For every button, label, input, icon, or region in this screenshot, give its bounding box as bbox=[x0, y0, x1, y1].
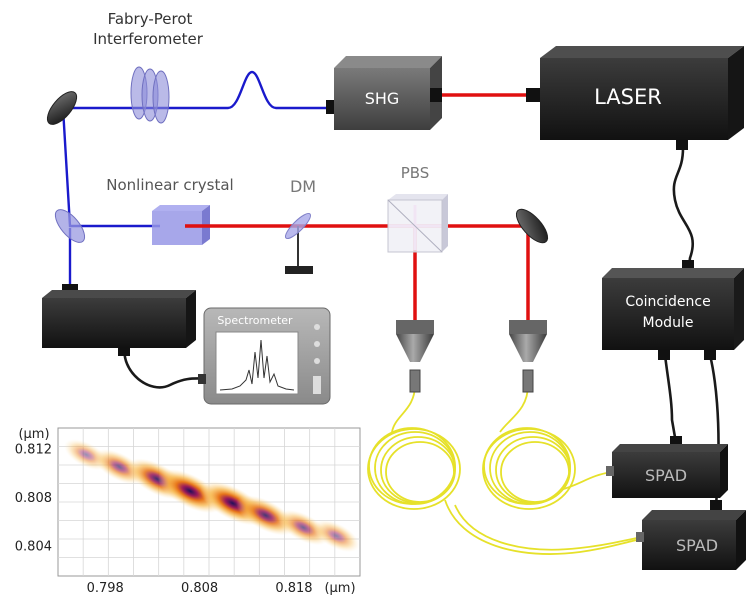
fiber-to-spad2-b bbox=[444, 499, 643, 555]
heatmap-peak bbox=[236, 495, 296, 536]
mirror-right bbox=[515, 208, 549, 244]
nonlinear-crystal bbox=[152, 205, 210, 245]
heatmap-peaks bbox=[63, 439, 360, 553]
spad-1-label: SPAD bbox=[645, 466, 687, 485]
fpi-label-line1: Fabry-Perot bbox=[108, 10, 193, 28]
laser-label: LASER bbox=[594, 85, 662, 109]
heatmap-x-unit: (μm) bbox=[324, 581, 355, 596]
spectrometer-cable bbox=[123, 344, 211, 389]
heatmap-ticks: 0.798 0.808 0.818 0.812 0.808 0.804 bbox=[15, 443, 313, 596]
heatmap-y-tick: 0.808 bbox=[15, 491, 52, 506]
mirror-left-lower bbox=[54, 209, 86, 243]
spectrometer bbox=[198, 307, 331, 405]
spectrometer-trace bbox=[219, 339, 295, 391]
heatmap-x-tick: 0.808 bbox=[181, 581, 218, 596]
coincidence-spad1-cable bbox=[663, 354, 678, 444]
nonlinear-crystal-label: Nonlinear crystal bbox=[106, 176, 233, 194]
pbs-label: PBS bbox=[401, 164, 430, 182]
coincidence-label-line1: Coincidence bbox=[625, 294, 710, 310]
beam-paths bbox=[61, 70, 530, 320]
polarizing-beam-splitter bbox=[387, 194, 448, 253]
heatmap-y-unit: (μm) bbox=[18, 427, 49, 442]
pump-beam-top bbox=[62, 70, 326, 110]
dm-label: DM bbox=[290, 177, 316, 196]
laser-coincidence-cable bbox=[672, 147, 695, 275]
fiber-coupler-right bbox=[509, 320, 547, 393]
coincidence-module bbox=[602, 260, 744, 360]
spectrometer-label: Spectrometer bbox=[217, 314, 293, 327]
heatmap-peak bbox=[313, 519, 360, 553]
fabry-perot-interferometer bbox=[130, 66, 170, 124]
pump-detector-box bbox=[42, 284, 196, 356]
heatmap-x-tick: 0.818 bbox=[275, 581, 312, 596]
fpi-label-line2: Interferometer bbox=[93, 30, 204, 48]
shg-label: SHG bbox=[365, 89, 400, 108]
pump-beam-left bbox=[61, 107, 160, 228]
coincidence-label-line2: Module bbox=[643, 315, 694, 331]
mirror-top-left bbox=[46, 91, 78, 125]
spad-detector-1 bbox=[606, 436, 728, 498]
heatmap-x-tick: 0.798 bbox=[87, 581, 124, 596]
shg-module bbox=[326, 56, 442, 130]
spad-2-label: SPAD bbox=[676, 536, 718, 555]
fiber-coupler-left bbox=[396, 320, 434, 393]
dichroic-mirror bbox=[284, 212, 313, 274]
heatmap-peak bbox=[277, 509, 330, 546]
spad-detector-2 bbox=[636, 500, 746, 570]
joint-spectrum-heatmap: 0.798 0.808 0.818 0.812 0.808 0.804 bbox=[15, 427, 361, 596]
heatmap-y-tick: 0.812 bbox=[15, 443, 52, 458]
laser-box bbox=[526, 46, 744, 150]
fiber-to-spad2 bbox=[454, 504, 643, 551]
heatmap-y-tick: 0.804 bbox=[15, 540, 52, 555]
fiber-coils bbox=[367, 384, 643, 555]
